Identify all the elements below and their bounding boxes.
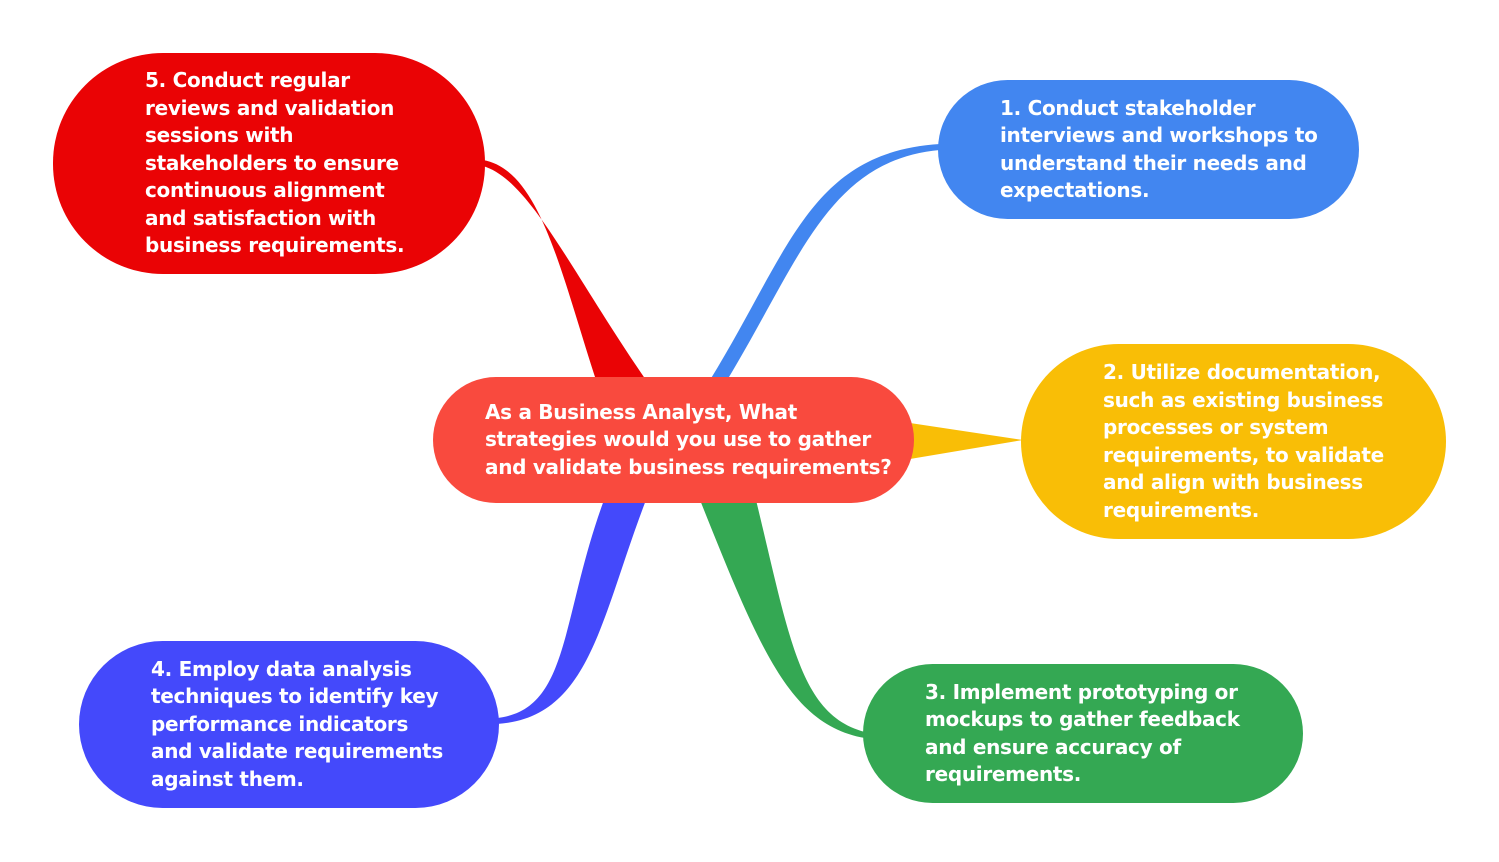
text-line: reviews and validation bbox=[145, 95, 395, 120]
branch-1-text: 1. Conduct stakeholder interviews and wo… bbox=[1000, 95, 1318, 205]
text-line: requirements, to validate bbox=[1103, 442, 1384, 467]
text-line: and validate business requirements? bbox=[485, 454, 892, 479]
branch-node-5: 5. Conduct regular reviews and validatio… bbox=[53, 53, 485, 274]
connector-branch-1 bbox=[710, 144, 940, 382]
branch-node-4: 4. Employ data analysis techniques to id… bbox=[79, 641, 499, 808]
text-line: and satisfaction with bbox=[145, 205, 376, 230]
text-line: interviews and workshops to bbox=[1000, 123, 1318, 147]
connector-branch-4 bbox=[497, 500, 646, 724]
branch-5-text: 5. Conduct regular reviews and validatio… bbox=[145, 67, 405, 260]
text-line: requirements. bbox=[1103, 497, 1260, 522]
text-line: 2. Utilize documentation, bbox=[1103, 360, 1381, 384]
text-line: As a Business Analyst, What bbox=[485, 399, 798, 424]
text-line: understand their needs and bbox=[1000, 150, 1307, 175]
connector-branch-2 bbox=[910, 423, 1023, 459]
text-line: processes or system bbox=[1103, 415, 1329, 439]
center-node: As a Business Analyst, What strategies w… bbox=[433, 377, 914, 503]
branch-node-2: 2. Utilize documentation, such as existi… bbox=[1021, 344, 1446, 539]
text-line: stakeholders to ensure bbox=[145, 150, 399, 175]
text-line: and ensure accuracy of bbox=[925, 734, 1181, 759]
connector-branch-5 bbox=[483, 160, 648, 383]
text-line: and align with business bbox=[1103, 470, 1363, 494]
connector-branch-3 bbox=[700, 500, 865, 738]
branch-2-text: 2. Utilize documentation, such as existi… bbox=[1103, 359, 1384, 524]
branch-node-3: 3. Implement prototyping or mockups to g… bbox=[863, 664, 1303, 803]
text-line: business requirements. bbox=[145, 233, 405, 258]
branch-3-text: 3. Implement prototyping or mockups to g… bbox=[925, 679, 1240, 789]
branch-node-1: 1. Conduct stakeholder interviews and wo… bbox=[938, 80, 1359, 219]
text-line: 5. Conduct regular bbox=[145, 68, 350, 93]
text-line: performance indicators bbox=[151, 711, 409, 736]
branch-4-text: 4. Employ data analysis techniques to id… bbox=[151, 656, 443, 794]
text-line: and validate requirements bbox=[151, 739, 444, 764]
text-line: 3. Implement prototyping or bbox=[925, 679, 1238, 704]
text-line: 1. Conduct stakeholder bbox=[1000, 95, 1256, 120]
text-line: 4. Employ data analysis bbox=[151, 656, 412, 681]
text-line: requirements. bbox=[925, 762, 1082, 786]
text-line: against them. bbox=[151, 766, 304, 791]
text-line: sessions with bbox=[145, 123, 294, 148]
text-line: strategies would you use to gather bbox=[485, 427, 871, 452]
text-line: techniques to identify key bbox=[151, 684, 439, 709]
center-text: As a Business Analyst, What strategies w… bbox=[485, 399, 892, 482]
text-line: continuous alignment bbox=[145, 178, 385, 203]
text-line: mockups to gather feedback bbox=[925, 707, 1240, 731]
text-line: such as existing business bbox=[1103, 387, 1384, 412]
text-line: expectations. bbox=[1000, 178, 1150, 202]
